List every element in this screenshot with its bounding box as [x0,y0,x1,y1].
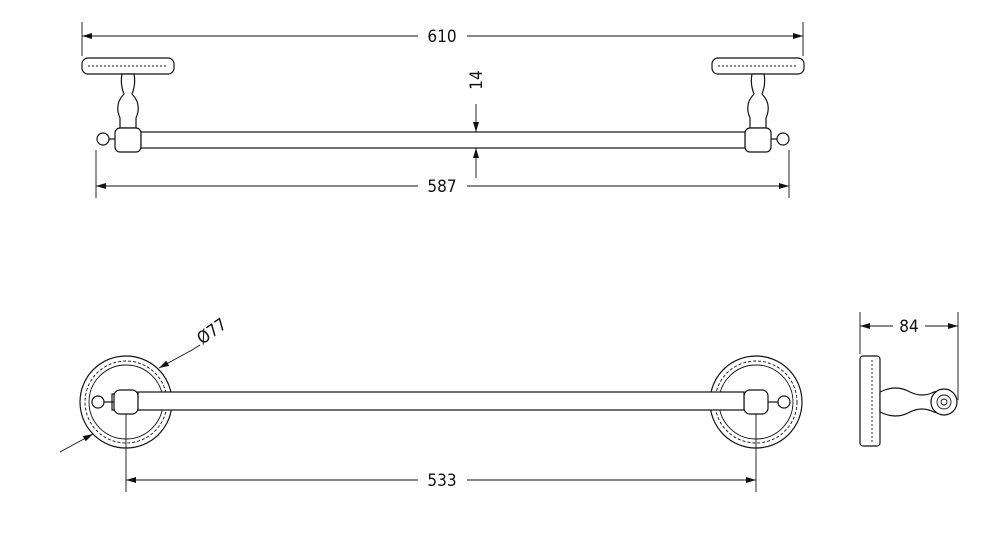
dimension-84: 84 [859,312,959,400]
dimension-14: 14 [460,70,487,178]
dimension-533: 533 [125,414,757,492]
dimension-projection-label: 84 [899,317,918,337]
dimension-overall-width-label: 610 [427,27,456,47]
left-post [96,73,142,153]
dimension-bar-length-label: 587 [427,177,456,197]
dimension-flange-diameter-label: Ø77 [193,315,230,349]
side-view: 84 [859,312,959,447]
left-mounting-plate [81,57,175,75]
front-bar [140,131,746,149]
right-mounting-plate [711,57,805,75]
plan-bar [137,391,745,411]
dimension-610: 610 [81,22,804,56]
dimension-587: 587 [95,150,790,198]
front-view: 610 14 587 [81,22,805,198]
dimension-post-spacing-label: 533 [427,471,456,491]
plan-view: Ø77 533 [59,315,803,492]
dimension-bar-thickness-label: 14 [467,70,487,89]
right-post [744,73,790,153]
